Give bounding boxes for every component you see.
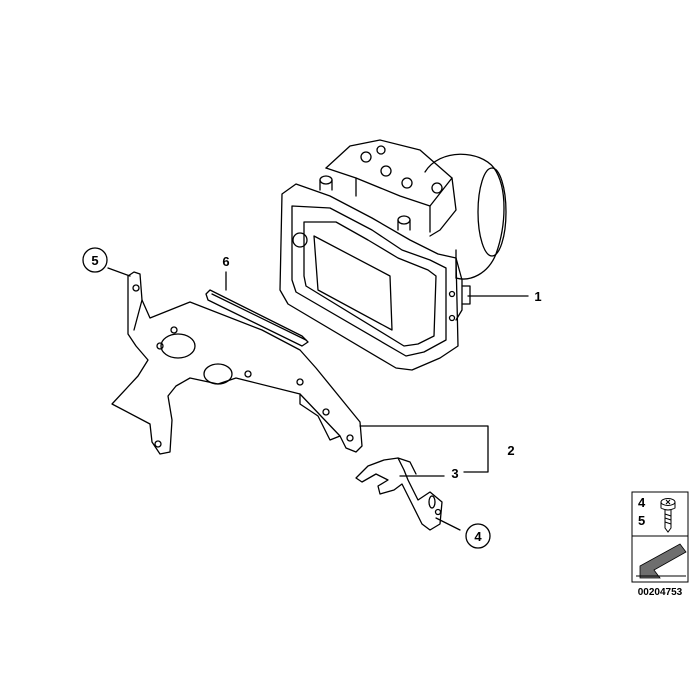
legend-box: 4 5 00204753: [631, 491, 689, 598]
label-part-4: 4: [474, 529, 482, 544]
callout-circle-4: [465, 523, 491, 549]
legend-label-5: 5: [638, 513, 645, 528]
leader-part-5: [107, 267, 131, 277]
small-bracket: [355, 457, 443, 531]
abs-hydraulic-unit: [279, 139, 507, 371]
callout-circle-5: [82, 247, 108, 273]
leader-lines: [107, 267, 529, 531]
label-part-5: 5: [91, 253, 98, 268]
main-bracket: [111, 271, 363, 455]
leader-part-4: [435, 517, 461, 531]
label-part-1: 1: [534, 289, 541, 304]
legend-label-4: 4: [638, 495, 646, 510]
sealing-strip: [205, 289, 309, 347]
catalog-number: 00204753: [638, 587, 683, 598]
label-part-6: 6: [222, 254, 229, 269]
leader-part-2: [359, 425, 489, 473]
direction-arrow-icon: [636, 543, 687, 579]
label-part-2: 2: [507, 443, 514, 458]
screw-icon: [660, 498, 676, 533]
label-part-3: 3: [451, 466, 458, 481]
